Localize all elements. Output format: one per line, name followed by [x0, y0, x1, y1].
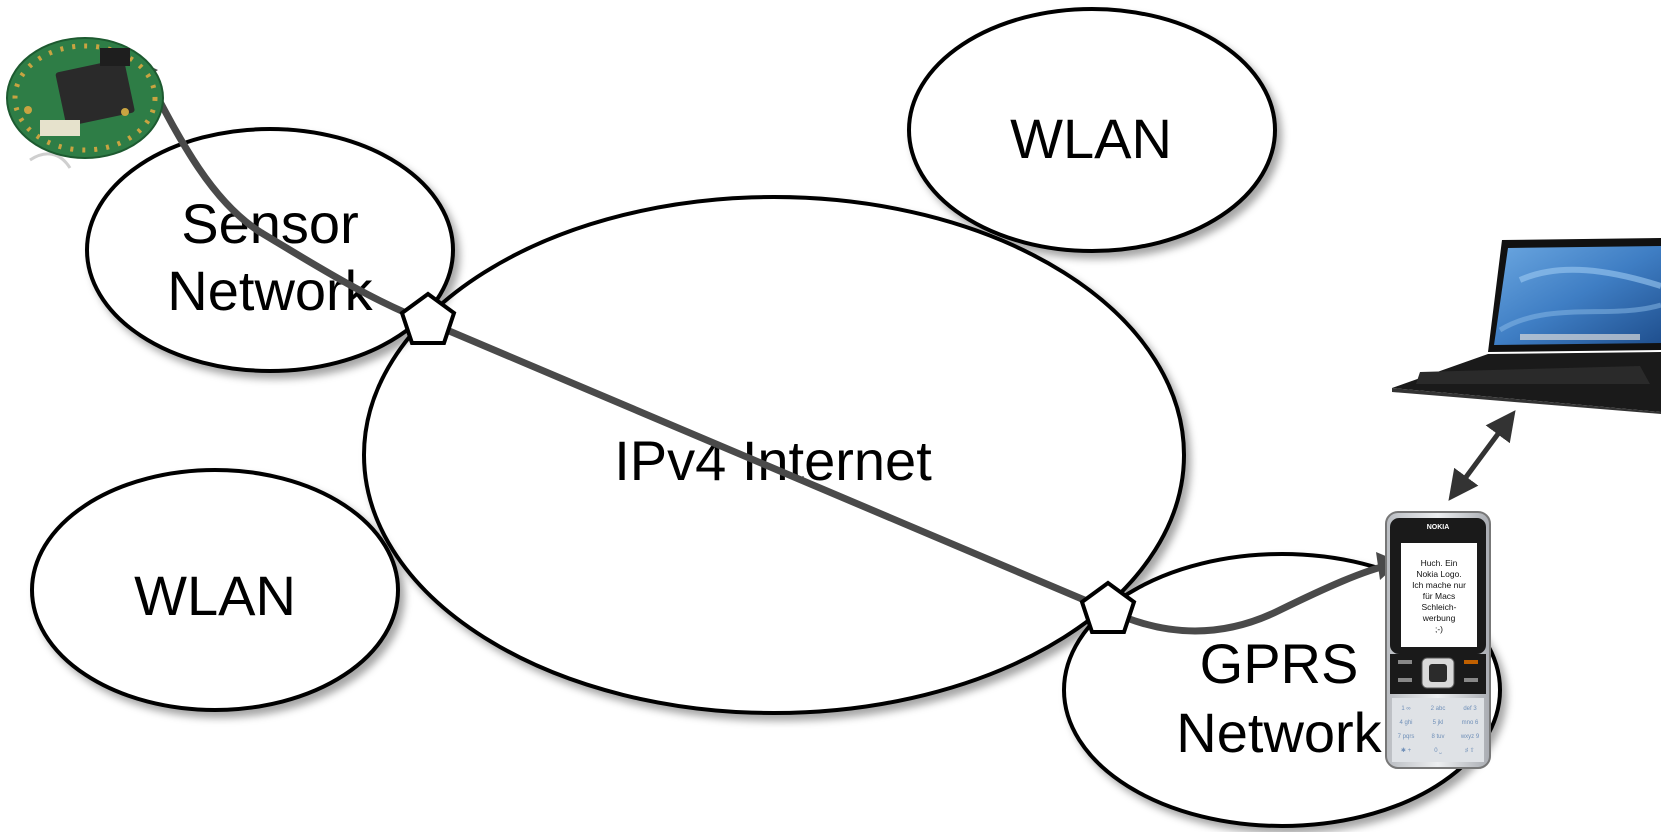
wlan-bottom-label: WLAN — [134, 564, 296, 627]
sensor-network-label-line1: Sensor — [181, 192, 358, 255]
phone-screen-line-4: für Macs — [1423, 591, 1456, 601]
phone-key: wxyz 9 — [1460, 734, 1480, 740]
phone-key: 0 ⎵ — [1434, 748, 1442, 754]
mobile-phone-icon: NOKIA Huch. Ein Nokia Logo. Ich mache nu… — [1385, 511, 1491, 769]
gateway-pentagon-icon — [1079, 580, 1137, 634]
phone-key: 2 abc — [1431, 706, 1446, 712]
phone-screen-line-2: Nokia Logo. — [1416, 569, 1461, 579]
phone-key: mno 6 — [1462, 720, 1479, 726]
phone-key: 5 jkl — [1433, 720, 1444, 726]
phone-key: ✱ + — [1401, 747, 1412, 754]
wlan-top-label: WLAN — [1010, 107, 1172, 170]
phone-screen-line-6: werbung — [1422, 613, 1456, 623]
laptop-icon — [1392, 238, 1661, 414]
phone-key: ♯ ⇧ — [1465, 747, 1475, 754]
ellipse-wlan-top — [907, 7, 1277, 253]
gateway-pentagon-icon — [399, 291, 457, 345]
phone-screen-line-7: ;-) — [1435, 624, 1443, 634]
phone-keypad: 1 ∞ 2 abc def 3 4 ghi 5 jkl mno 6 7 pqrs… — [1392, 698, 1484, 762]
ellipse-sensor-network — [85, 127, 455, 373]
sensor-network-label-line2: Network — [167, 259, 373, 322]
phone-key: 1 ∞ — [1401, 706, 1410, 712]
phone-brand: NOKIA — [1427, 524, 1450, 531]
phone-screen-line-3: Ich mache nur — [1412, 580, 1466, 590]
phone-screen-line-5: Schleich- — [1422, 602, 1457, 612]
phone-screen-line-1: Huch. Ein — [1421, 558, 1458, 568]
phone-key: 7 pqrs — [1398, 734, 1415, 740]
ipv4-internet-label: IPv4 Internet — [614, 429, 932, 492]
sensor-board-icon — [6, 37, 164, 169]
phone-key: 8 tuv — [1431, 734, 1444, 740]
phone-key: def 3 — [1463, 706, 1477, 712]
gprs-network-label-line2: Network — [1176, 701, 1382, 764]
ellipse-wlan-bottom — [30, 468, 400, 712]
phone-key: 4 ghi — [1399, 720, 1412, 726]
double-arrow-icon — [1448, 410, 1516, 501]
ellipse-ipv4-internet — [362, 195, 1186, 715]
gprs-network-label-line1: GPRS — [1200, 632, 1359, 695]
